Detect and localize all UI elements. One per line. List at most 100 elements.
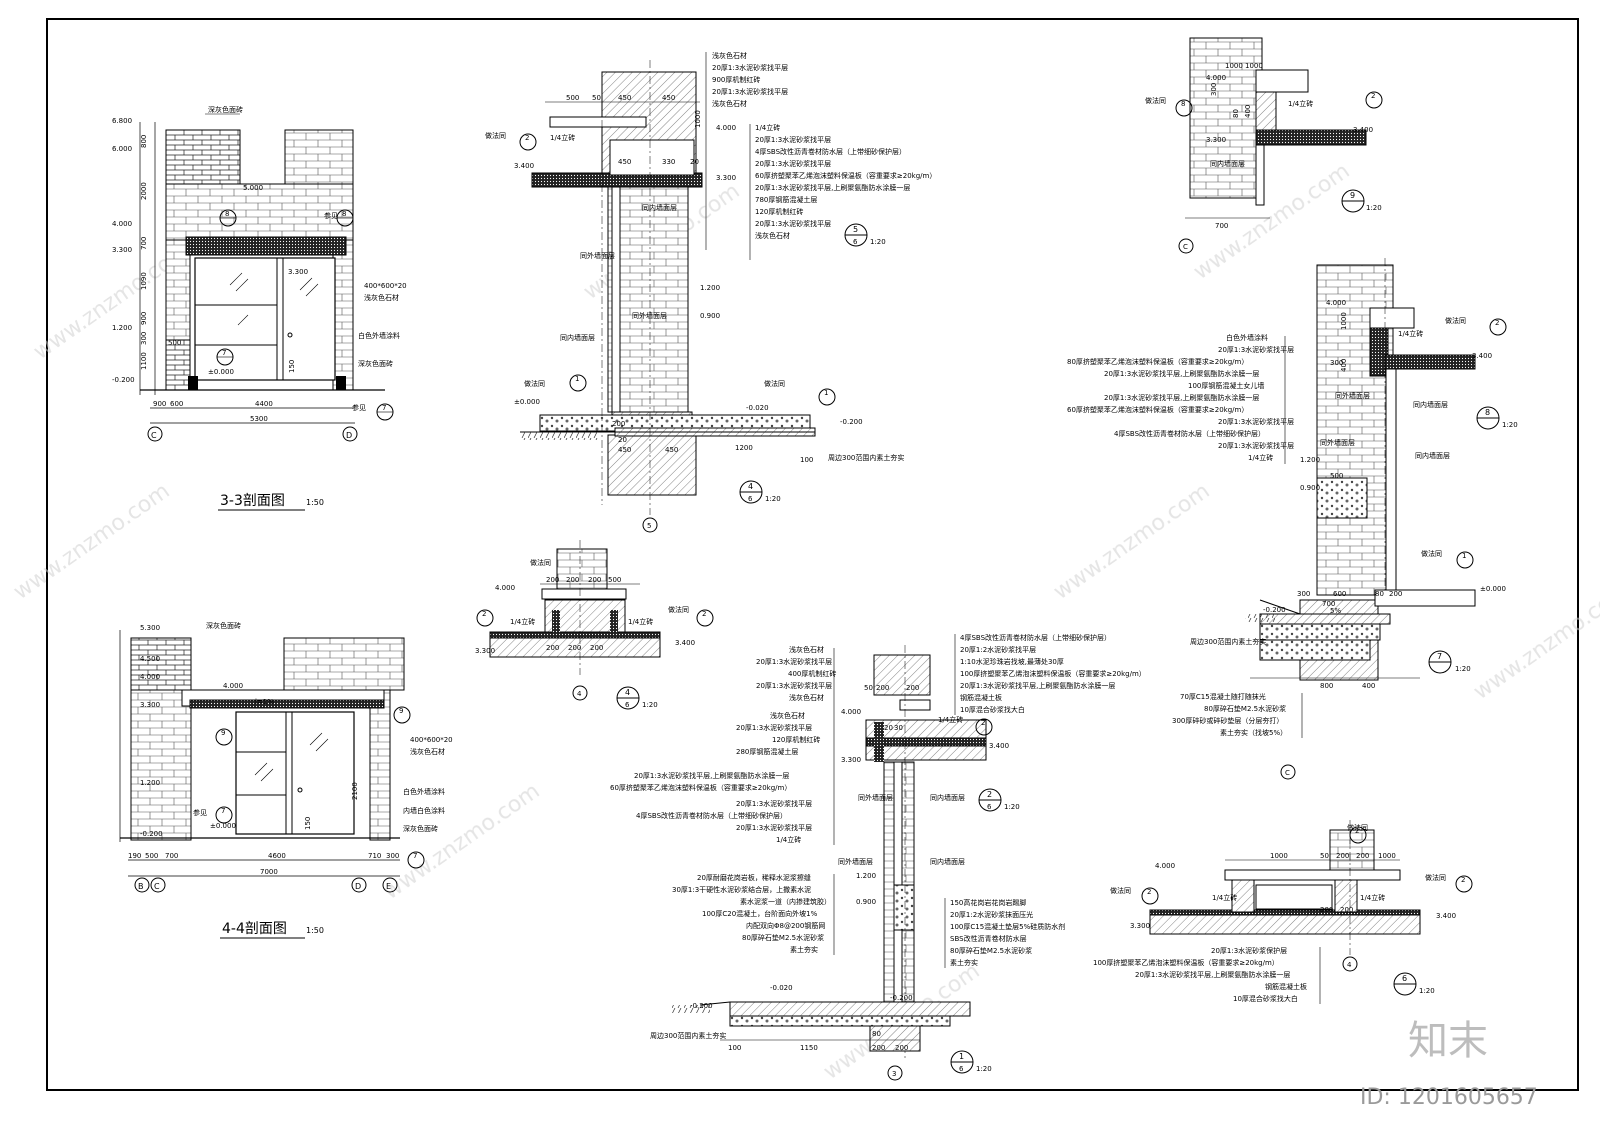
svg-text:700: 700 xyxy=(165,852,178,860)
svg-text:1.200: 1.200 xyxy=(700,284,720,292)
svg-text:900厚机制红砖: 900厚机制红砖 xyxy=(712,75,760,84)
detail-labels: 做法同 1/4立砖 同内墙面层 xyxy=(1145,96,1313,168)
svg-text:1:10水泥珍珠岩找坡,最薄处30厚: 1:10水泥珍珠岩找坡,最薄处30厚 xyxy=(960,657,1064,666)
svg-text:20: 20 xyxy=(690,158,699,166)
svg-text:2: 2 xyxy=(1355,827,1359,835)
svg-text:6.800: 6.800 xyxy=(112,117,132,125)
svg-text:20厚1:3水泥砂浆找平层: 20厚1:3水泥砂浆找平层 xyxy=(1218,441,1294,450)
svg-text:800: 800 xyxy=(140,135,148,148)
svg-text:6: 6 xyxy=(987,803,992,811)
svg-text:20厚1:3水泥砂浆找平层: 20厚1:3水泥砂浆找平层 xyxy=(736,723,812,732)
svg-text:50: 50 xyxy=(592,94,601,102)
svg-text:1/4立砖: 1/4立砖 xyxy=(628,617,653,626)
svg-text:1:20: 1:20 xyxy=(642,701,658,709)
svg-text:1: 1 xyxy=(1462,552,1466,560)
callout-number: 8 xyxy=(225,210,229,218)
svg-text:2: 2 xyxy=(702,610,706,618)
svg-text:1000: 1000 xyxy=(1225,62,1243,70)
svg-text:3.300: 3.300 xyxy=(1130,922,1150,930)
svg-text:-0.200: -0.200 xyxy=(840,418,863,426)
svg-text:4: 4 xyxy=(748,482,753,491)
detail-4: 200 200 200 500 200 200 200 4.000 3.400 … xyxy=(475,540,714,710)
svg-text:4.000: 4.000 xyxy=(495,584,515,592)
svg-text:200: 200 xyxy=(1340,906,1353,914)
detail-dims: 50 200 200 4.000 3.400 3.300 20 30 1/4立砖 xyxy=(841,684,1009,764)
svg-text:450: 450 xyxy=(618,158,631,166)
detail-callout: 1 xyxy=(959,1052,964,1061)
svg-text:3.400: 3.400 xyxy=(1472,352,1492,360)
svg-text:1:20: 1:20 xyxy=(1419,987,1435,995)
svg-text:白色外墙涂料: 白色外墙涂料 xyxy=(1226,333,1268,342)
detail-callout: 5 xyxy=(853,225,858,234)
svg-text:700: 700 xyxy=(1215,222,1228,230)
svg-text:参见: 参见 xyxy=(324,211,338,220)
svg-text:1:20: 1:20 xyxy=(870,238,886,246)
svg-text:6.000: 6.000 xyxy=(112,145,132,153)
detail-labels: 同外墙面层 同内墙面层 1.200 0.900 -0.020 -0.200 -0… xyxy=(650,857,965,1040)
svg-text:浅灰色石材: 浅灰色石材 xyxy=(410,747,445,756)
svg-text:E: E xyxy=(386,882,391,891)
svg-text:D: D xyxy=(355,882,361,891)
svg-text:1090: 1090 xyxy=(140,272,148,290)
svg-text:±0.000: ±0.000 xyxy=(1480,585,1506,593)
svg-text:同内墙面层: 同内墙面层 xyxy=(1210,159,1245,168)
detail-dims: 1000 300 4.000 3.400 3.300 700 1000 80 4… xyxy=(1206,62,1373,230)
svg-text:做法同: 做法同 xyxy=(485,131,506,140)
svg-text:1100: 1100 xyxy=(140,352,148,370)
svg-text:8: 8 xyxy=(1181,100,1185,108)
svg-text:4厚SBS改性沥青卷材防水层（上带细砂保护层）: 4厚SBS改性沥青卷材防水层（上带细砂保护层） xyxy=(755,147,906,156)
svg-text:700: 700 xyxy=(1322,600,1335,608)
layer-list: 浅灰色石材 20厚1:3水泥砂浆找平层 900厚机制红砖 20厚1:3水泥砂浆找… xyxy=(712,51,936,240)
svg-text:浅灰色石材: 浅灰色石材 xyxy=(770,711,805,720)
svg-text:20厚1:3水泥砂浆找平层: 20厚1:3水泥砂浆找平层 xyxy=(756,657,832,666)
svg-text:同内墙面层: 同内墙面层 xyxy=(642,203,677,212)
detail-9: 1000 300 4.000 3.400 3.300 700 1000 80 4… xyxy=(1145,37,1383,254)
svg-text:20厚1:3水泥砂浆找平层: 20厚1:3水泥砂浆找平层 xyxy=(736,823,812,832)
svg-text:100厚C15混凝土垫层5%硅质防水剂: 100厚C15混凝土垫层5%硅质防水剂 xyxy=(950,922,1065,931)
watermark-text: www.znzmo.com xyxy=(1469,579,1600,705)
svg-text:1/4立砖: 1/4立砖 xyxy=(755,123,780,132)
svg-text:20厚1:3水泥砂浆找平层,上刷聚氨酯防水涂膜一层: 20厚1:3水泥砂浆找平层,上刷聚氨酯防水涂膜一层 xyxy=(1135,970,1290,979)
svg-text:4.000: 4.000 xyxy=(841,708,861,716)
svg-text:1000: 1000 xyxy=(1340,312,1348,330)
svg-text:400: 400 xyxy=(1244,105,1252,118)
svg-text:做法同: 做法同 xyxy=(1110,886,1131,895)
svg-text:周边300范围内素土夯实: 周边300范围内素土夯实 xyxy=(828,453,904,462)
svg-text:20厚耐磨花岗岩板，稀释水泥浆擦缝: 20厚耐磨花岗岩板，稀释水泥浆擦缝 xyxy=(697,873,811,882)
detail-callout: 4 xyxy=(625,688,630,697)
svg-text:同外墙面层: 同外墙面层 xyxy=(1335,391,1370,400)
svg-text:80厚碎石垫M2.5水泥砂浆: 80厚碎石垫M2.5水泥砂浆 xyxy=(1204,704,1286,713)
svg-text:6: 6 xyxy=(748,495,753,503)
watermark-text: www.znzmo.com xyxy=(9,479,174,605)
svg-text:20厚1:3水泥砂浆找平层: 20厚1:3水泥砂浆找平层 xyxy=(755,219,831,228)
svg-text:浅灰色石材: 浅灰色石材 xyxy=(789,645,824,654)
svg-text:内墙白色涂料: 内墙白色涂料 xyxy=(403,806,445,815)
svg-text:200: 200 xyxy=(590,644,603,652)
level-marks: 6.800 6.000 4.000 3.300 1.200 -0.200 xyxy=(112,117,135,384)
svg-text:20厚1:3水泥砂浆找平层,上刷聚氨酯防水涂膜一层: 20厚1:3水泥砂浆找平层,上刷聚氨酯防水涂膜一层 xyxy=(634,771,789,780)
detail-8: 白色外墙涂料 20厚1:3水泥砂浆找平层 80厚挤塑聚苯乙烯泡沫塑料保温板（容重… xyxy=(1067,258,1518,600)
detail-labels: 做法同 ±0.000 -0.200 5% 周边300范围内素土夯实 300 60… xyxy=(1190,549,1506,690)
dim-horizontal: 900 600 4400 5300 xyxy=(153,400,273,423)
svg-text:100厚C20混凝土，台阶面向外坡1%: 100厚C20混凝土，台阶面向外坡1% xyxy=(702,909,818,918)
svg-text:1:20: 1:20 xyxy=(976,1065,992,1073)
svg-text:1000: 1000 xyxy=(1270,852,1288,860)
svg-text:同内墙面层: 同内墙面层 xyxy=(930,793,965,802)
svg-text:100厚钢筋混凝土女儿墙: 100厚钢筋混凝土女儿墙 xyxy=(1188,381,1264,390)
svg-text:3.300: 3.300 xyxy=(716,174,736,182)
svg-text:100厚挤塑聚苯乙烯泡沫塑料保温板（容重要求≥20kg/m）: 100厚挤塑聚苯乙烯泡沫塑料保温板（容重要求≥20kg/m） xyxy=(1093,958,1279,967)
svg-text:1000: 1000 xyxy=(1245,62,1263,70)
svg-text:浅灰色石材: 浅灰色石材 xyxy=(789,693,824,702)
parapet-left xyxy=(165,129,241,185)
svg-text:2000: 2000 xyxy=(140,182,148,200)
layer-list-right: 4厚SBS改性沥青卷材防水层（上带细砂保护层） 20厚1:2水泥砂浆找平层 1:… xyxy=(960,633,1146,714)
svg-text:20厚1:3水泥砂浆找平层: 20厚1:3水泥砂浆找平层 xyxy=(755,135,831,144)
svg-text:3.300: 3.300 xyxy=(841,756,861,764)
svg-text:1/4立砖: 1/4立砖 xyxy=(1398,329,1423,338)
canopy xyxy=(185,236,347,256)
svg-text:10厚混合砂浆找大白: 10厚混合砂浆找大白 xyxy=(960,705,1025,714)
svg-text:7: 7 xyxy=(221,807,225,815)
dim-horizontal: 190 500 700 4600 710 300 7000 xyxy=(128,852,399,876)
svg-text:400: 400 xyxy=(1362,682,1375,690)
svg-text:500: 500 xyxy=(168,339,181,347)
